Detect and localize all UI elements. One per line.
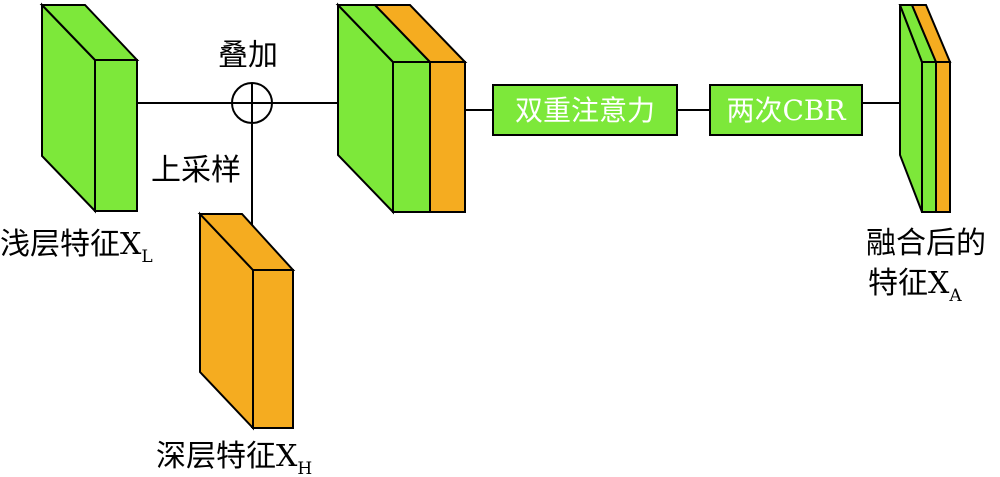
fused-side-green (921, 61, 937, 213)
fused-feature-label-line1: 融合后的 (866, 226, 986, 261)
add-operator-icon (231, 82, 273, 124)
deep-block-side (252, 269, 294, 429)
fused-feature-block (898, 4, 952, 213)
shallow-label-sub: L (141, 247, 152, 267)
dual-attention-label: 双重注意力 (515, 94, 655, 127)
two-cbr-box: 两次CBR (709, 84, 863, 136)
concatenated-feature-block (335, 2, 468, 215)
shallow-block-side (94, 59, 138, 212)
fused-side-orange (935, 61, 951, 213)
deep-feature-block (197, 211, 296, 431)
deep-label-main: 深层特征X (156, 439, 298, 474)
upsample-label: 上采样 (151, 153, 241, 188)
shallow-feature-label: 浅层特征XL (0, 227, 153, 267)
shallow-label-main: 浅层特征X (0, 227, 142, 262)
concat-side-orange (429, 61, 466, 213)
fused-label-main: 特征X (868, 266, 950, 301)
dual-attention-box: 双重注意力 (492, 84, 678, 136)
add-label: 叠加 (218, 38, 278, 73)
shallow-feature-block (39, 2, 140, 214)
fused-label-sub: A (948, 286, 962, 306)
two-cbr-label: 两次CBR (726, 94, 846, 127)
concat-side-green (392, 61, 431, 213)
deep-label-sub: H (297, 459, 312, 477)
deep-feature-label: 深层特征XH (156, 439, 312, 477)
fused-feature-label-line2: 特征XA (868, 266, 962, 306)
